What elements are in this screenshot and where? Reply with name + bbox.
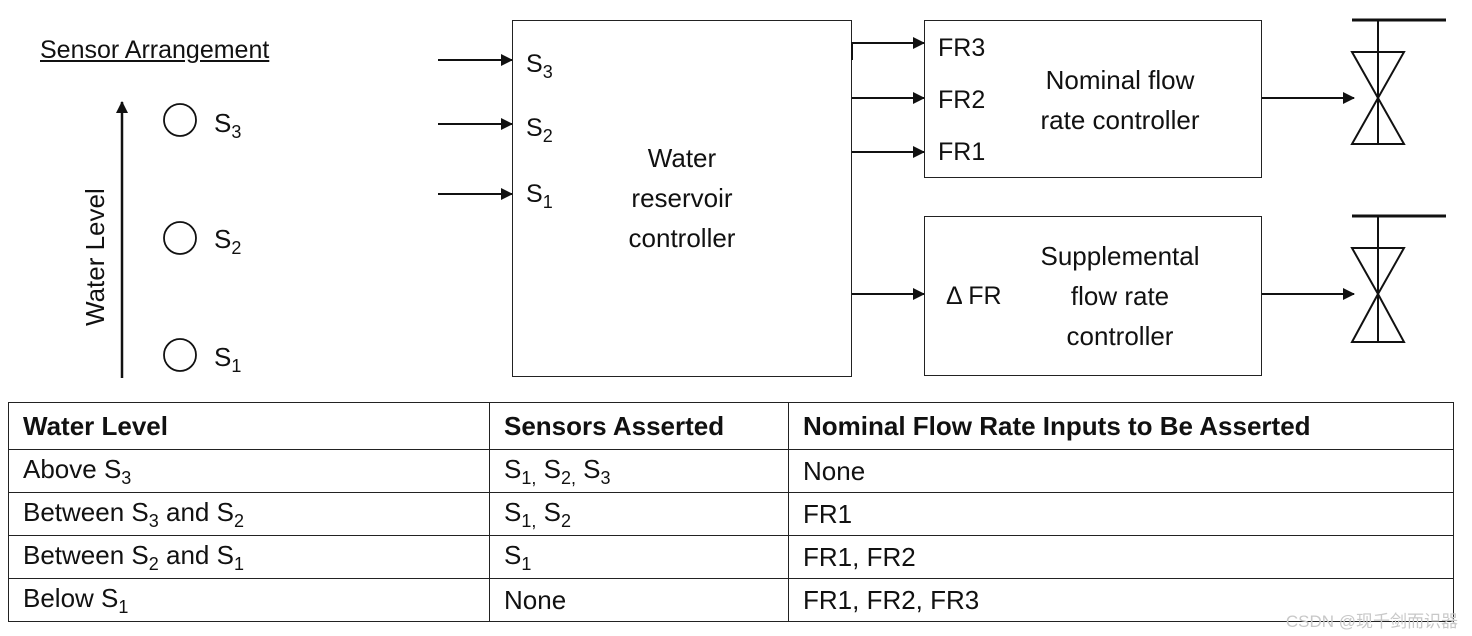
- nominal-flow-rate-controller-box: [924, 20, 1262, 178]
- cell-sensors-asserted: S1, S2: [489, 492, 789, 536]
- sensor-label-s2: S2: [214, 224, 242, 258]
- water-reservoir-controller-label: Water reservoir controller: [628, 143, 736, 253]
- cell-water-level: Between S2 and S1: [8, 535, 490, 579]
- nominal-input-fr1: FR1: [938, 138, 986, 166]
- nominal-input-fr2: FR2: [938, 86, 986, 114]
- nominal-flow-rate-controller-label: Nominal flow rate controller: [1040, 65, 1200, 135]
- arrow-to-fr3: [851, 37, 925, 60]
- supplemental-flow-rate-controller-label: Supplemental flow rate controller: [1040, 241, 1200, 351]
- supplemental-input-delta-fr: Δ FR: [946, 282, 1002, 310]
- valve-icon-2: [1350, 214, 1446, 343]
- sensor-s3-circle: [163, 103, 197, 137]
- cell-sensors-asserted: S1, S2, S3: [489, 449, 789, 493]
- nominal-input-fr3: FR3: [938, 34, 986, 62]
- header-water-level: Water Level: [8, 402, 490, 450]
- reservoir-input-s2: S2: [526, 114, 553, 146]
- cell-nominal-inputs: FR1, FR2, FR3: [788, 578, 1454, 622]
- cell-nominal-inputs: FR1, FR2: [788, 535, 1454, 579]
- reservoir-input-s3: S3: [526, 50, 553, 82]
- cell-water-level: Between S3 and S2: [8, 492, 490, 536]
- sensor-s1-circle: [163, 338, 197, 372]
- header-nominal-inputs: Nominal Flow Rate Inputs to Be Asserted: [788, 402, 1454, 450]
- cell-sensors-asserted: None: [489, 578, 789, 622]
- cell-water-level: Above S3: [8, 449, 490, 493]
- reservoir-input-s1: S1: [526, 180, 553, 212]
- water-reservoir-controller-box: [512, 20, 852, 377]
- cell-sensors-asserted: S1: [489, 535, 789, 579]
- flow-rate-table: Water Level Sensors Asserted Nominal Flo…: [8, 402, 1454, 622]
- sensor-label-s1: S1: [214, 342, 242, 376]
- diagram-connectors: [116, 18, 1446, 378]
- watermark: CSDN @现千剑而识器: [1285, 612, 1458, 631]
- sensor-arrangement-title: Sensor Arrangement: [40, 36, 270, 64]
- sensor-s2-circle: [163, 221, 197, 255]
- table-header-row: Water Level Sensors Asserted Nominal Flo…: [8, 402, 1454, 450]
- cell-nominal-inputs: FR1: [788, 492, 1454, 536]
- cell-water-level: Below S1: [8, 578, 490, 622]
- header-sensors-asserted: Sensors Asserted: [489, 402, 789, 450]
- cell-nominal-inputs: None: [788, 449, 1454, 493]
- sensor-label-s3: S3: [214, 108, 242, 142]
- supplemental-flow-rate-controller-box: [924, 216, 1262, 376]
- valve-icon-1: [1350, 18, 1446, 145]
